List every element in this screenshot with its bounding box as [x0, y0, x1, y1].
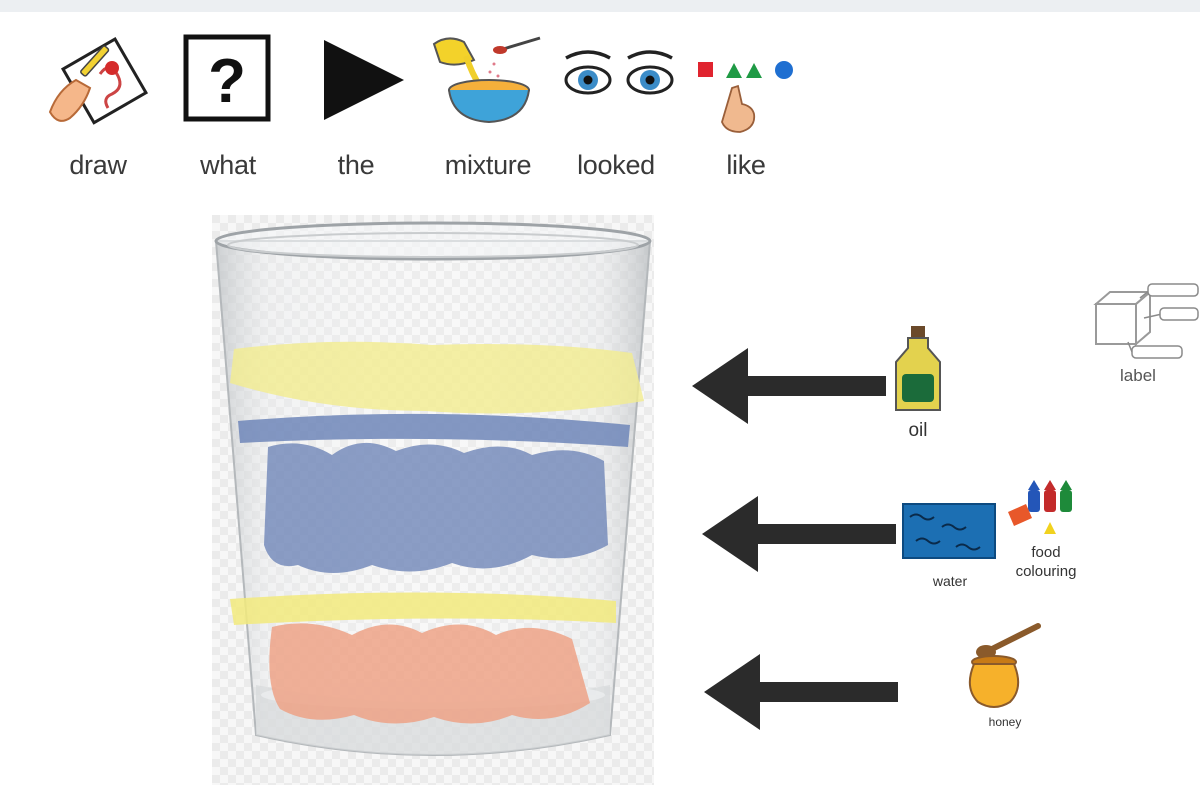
- food-colouring-icon: [1008, 480, 1072, 534]
- svg-text:?: ?: [208, 47, 246, 116]
- oil-bottle-icon: [895, 326, 941, 411]
- honey-pot-icon: [968, 623, 1041, 708]
- label-symbol-label: label: [1120, 366, 1156, 385]
- water-label: water: [932, 573, 968, 589]
- mixing-bowl-icon: [432, 36, 541, 124]
- water-layer: [264, 442, 608, 573]
- arrow-to-honey: [704, 654, 898, 730]
- draw-icon: [48, 36, 149, 125]
- arrow-to-oil: [692, 348, 886, 424]
- word-what: what: [200, 150, 256, 180]
- oil-layer: [230, 341, 644, 414]
- shapes-pointing-icon: [698, 61, 793, 133]
- eyes-icon: [564, 50, 674, 95]
- word-like: like: [726, 150, 766, 180]
- food-colouring-label-line1: food: [1031, 544, 1061, 561]
- play-triangle-icon: [324, 40, 404, 120]
- top-toolbar-strip: [0, 0, 1200, 12]
- honey-layer: [269, 623, 590, 724]
- word-draw: draw: [69, 150, 127, 180]
- water-icon: [902, 503, 996, 559]
- food-colouring-label-line2: colouring: [1015, 563, 1077, 580]
- water-layer-top-band: [238, 413, 630, 447]
- word-the: the: [337, 150, 375, 180]
- food-colouring-label: food colouring: [1000, 543, 1092, 581]
- divider-layer: [230, 592, 616, 625]
- arrow-to-water: [702, 496, 896, 572]
- glass-drawing: [212, 215, 654, 785]
- word-looked: looked: [577, 150, 655, 180]
- honey-label: honey: [988, 715, 1022, 729]
- oil-label: oil: [908, 420, 928, 441]
- question-mark-icon: ?: [183, 34, 271, 122]
- label-diagram-icon: [1093, 283, 1199, 359]
- word-mixture: mixture: [444, 150, 532, 180]
